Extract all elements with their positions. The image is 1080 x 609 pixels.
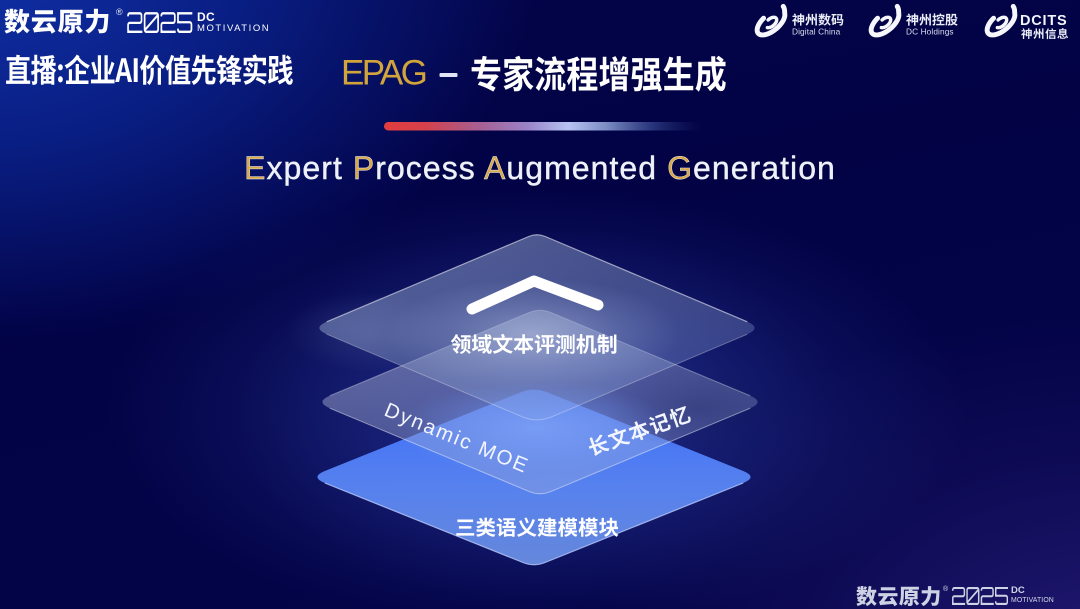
- svg-text:Digital China: Digital China: [792, 27, 841, 37]
- svg-text:MOTIVATION: MOTIVATION: [197, 23, 270, 34]
- svg-text:DC: DC: [197, 10, 215, 24]
- svg-text:DCITS: DCITS: [1020, 13, 1068, 29]
- svg-text:DC Holdings: DC Holdings: [906, 27, 954, 37]
- svg-text:EPAG: EPAG: [341, 54, 426, 93]
- svg-text:®: ®: [943, 585, 949, 593]
- svg-text:MOTIVATION: MOTIVATION: [1011, 597, 1054, 604]
- svg-text:DC: DC: [1011, 585, 1025, 596]
- svg-text:®: ®: [116, 7, 123, 17]
- svg-text:Expert Process Augmented Gener: Expert Process Augmented Generation: [244, 150, 836, 186]
